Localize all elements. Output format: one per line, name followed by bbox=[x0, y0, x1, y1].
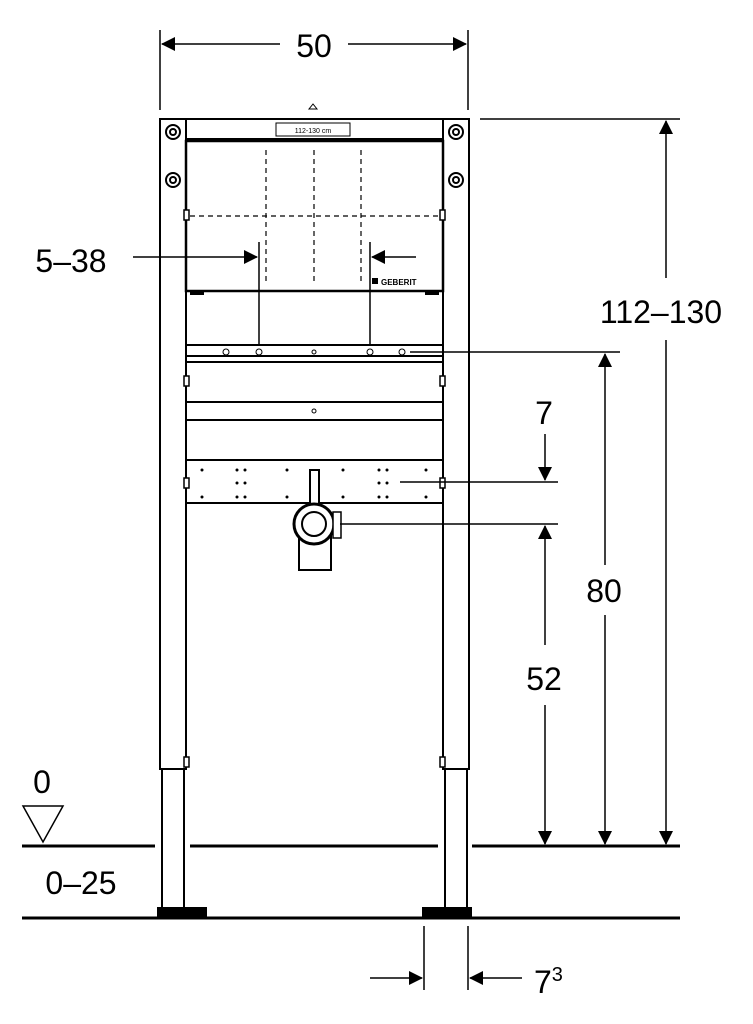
bracket-dot bbox=[385, 481, 389, 485]
side-clip bbox=[183, 209, 190, 221]
bracket-dot bbox=[285, 495, 289, 499]
panel-foot-right bbox=[425, 291, 439, 295]
bracket-dot bbox=[385, 495, 389, 499]
drain-outlet-icon bbox=[301, 511, 327, 537]
plate-label: 112-130 cm bbox=[295, 128, 332, 135]
floor-adjust-label: 0–25 bbox=[45, 865, 116, 901]
brand-logo-icon bbox=[372, 278, 378, 284]
brand-label: GEBERIT bbox=[381, 278, 417, 287]
floor-lines bbox=[22, 844, 680, 920]
left-leg bbox=[161, 768, 185, 911]
bracket-dot bbox=[285, 468, 289, 472]
bracket-dot bbox=[235, 495, 239, 499]
right-leg bbox=[444, 768, 468, 911]
bracket-offset-label: 7 bbox=[535, 395, 553, 431]
rail-height-label: 80 bbox=[586, 573, 622, 609]
rail-hole-icon bbox=[398, 348, 406, 356]
dimension-arrows bbox=[133, 37, 673, 985]
side-clip bbox=[439, 477, 446, 489]
drain-height-label: 52 bbox=[526, 661, 562, 697]
side-clip bbox=[183, 477, 190, 489]
bracket-dot bbox=[243, 481, 247, 485]
bracket-dot bbox=[243, 468, 247, 472]
side-clip bbox=[439, 375, 446, 387]
rail-hole-icon bbox=[222, 348, 230, 356]
drain-support-strip bbox=[309, 469, 320, 506]
bracket-dot bbox=[341, 468, 345, 472]
hole-icon bbox=[452, 176, 460, 184]
top-assembly bbox=[185, 118, 444, 140]
panel-box: GEBERIT bbox=[184, 139, 445, 295]
rail-hole-icon bbox=[311, 408, 317, 414]
foot-width-label: 73 bbox=[534, 964, 563, 1000]
bracket-dot bbox=[377, 495, 381, 499]
rail-hole-icon bbox=[255, 348, 263, 356]
left-upright bbox=[159, 118, 187, 770]
bracket-dot bbox=[424, 468, 428, 472]
floor-level-label: 0 bbox=[33, 764, 51, 800]
left-foot bbox=[157, 907, 207, 917]
bracket-dot bbox=[377, 481, 381, 485]
hole-icon bbox=[169, 128, 177, 136]
height-label: 112–130 bbox=[600, 294, 722, 330]
drain-clamp bbox=[332, 511, 342, 539]
bracket-dot bbox=[235, 468, 239, 472]
rail-hole-icon bbox=[311, 349, 317, 355]
bracket-dot bbox=[200, 468, 204, 472]
rail-hole-icon bbox=[366, 348, 374, 356]
label-plate bbox=[275, 122, 351, 137]
right-upright bbox=[442, 118, 470, 770]
bracket-dot bbox=[341, 495, 345, 499]
mounting-holes bbox=[165, 124, 464, 188]
extension-lines bbox=[159, 30, 680, 990]
side-clip bbox=[439, 756, 446, 768]
hole-icon bbox=[169, 176, 177, 184]
rail-2 bbox=[185, 361, 444, 403]
bracket-dot bbox=[377, 468, 381, 472]
width-label: 50 bbox=[296, 28, 332, 64]
side-clip bbox=[183, 756, 190, 768]
bracket-dot bbox=[200, 495, 204, 499]
bracket-dot bbox=[243, 495, 247, 499]
drain-fitting bbox=[292, 469, 342, 571]
bracket-dot bbox=[385, 468, 389, 472]
side-clip bbox=[183, 375, 190, 387]
side-clip bbox=[439, 209, 446, 221]
right-foot bbox=[422, 907, 472, 917]
plate-triangle-icon bbox=[307, 103, 319, 110]
floor-level-triangle-icon bbox=[21, 805, 65, 844]
bracket-dot bbox=[235, 481, 239, 485]
panel-foot-left bbox=[190, 291, 204, 295]
hole-icon bbox=[452, 128, 460, 136]
bracket-dot bbox=[424, 495, 428, 499]
frame-uprights bbox=[157, 118, 472, 917]
inner-spacing-label: 5–38 bbox=[35, 243, 106, 279]
